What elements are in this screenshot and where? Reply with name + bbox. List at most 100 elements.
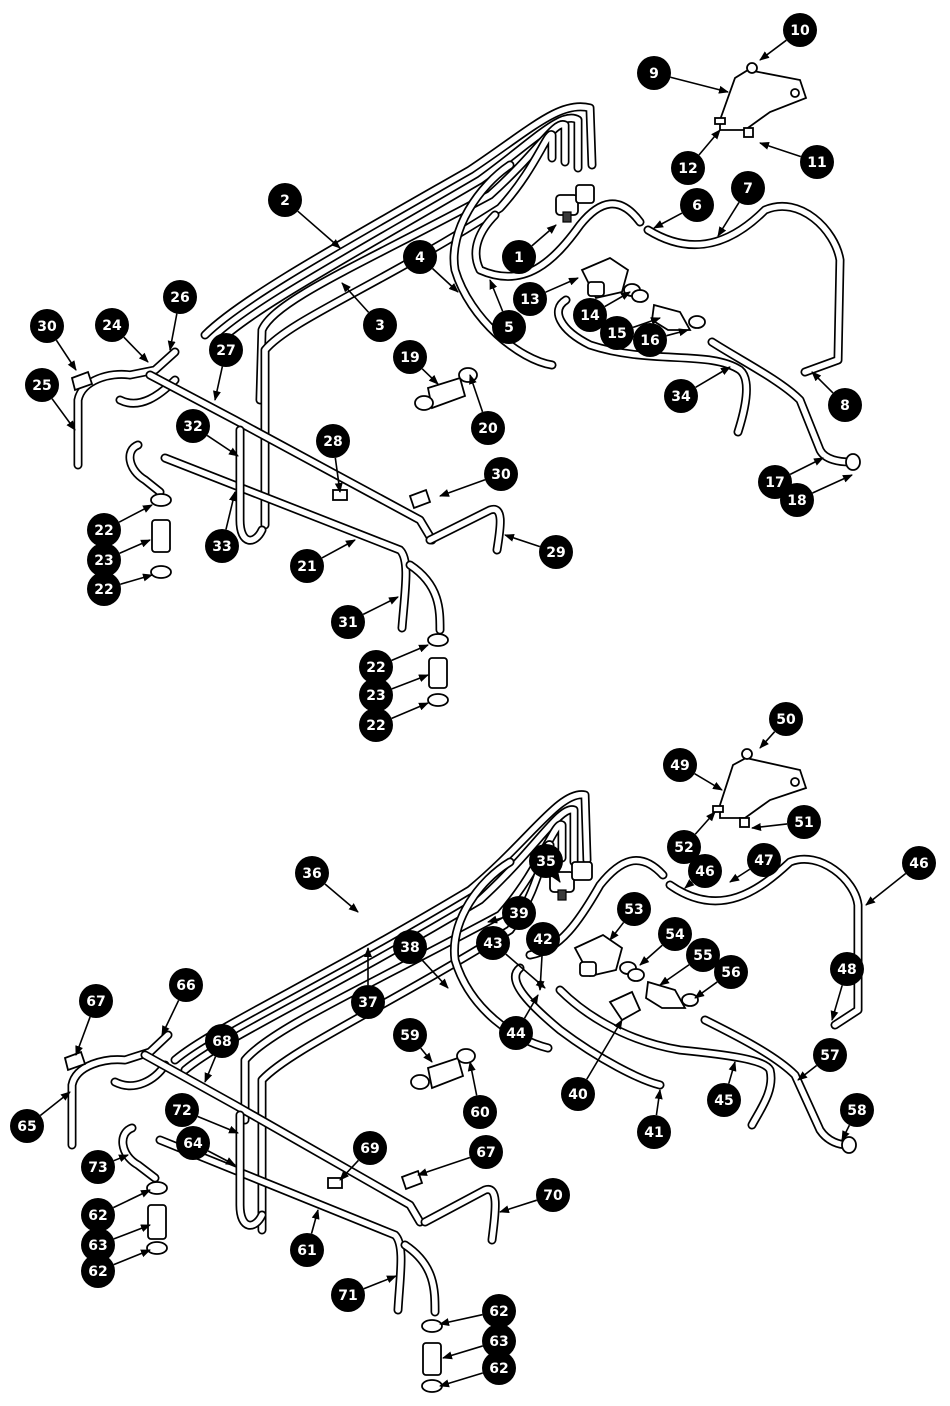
callout-leader-23: [119, 539, 151, 554]
callout-3: 3: [363, 308, 397, 342]
callout-number: 42: [533, 932, 552, 948]
callout-circle: [176, 409, 210, 443]
callout-43: 43: [476, 926, 510, 960]
callout-number: 14: [580, 308, 600, 324]
callout-number: 24: [102, 318, 122, 334]
callout-circle: [787, 805, 821, 839]
callout-circle: [633, 323, 667, 357]
callout-number: 23: [94, 553, 113, 569]
callout-9: 9: [637, 56, 671, 90]
callout-circle: [671, 151, 705, 185]
callout-number: 9: [649, 66, 659, 82]
callout-circle: [663, 748, 697, 782]
callout-leader-66: [161, 999, 180, 1036]
callout-51: 51: [787, 805, 821, 839]
callout-leader-15: [632, 317, 661, 329]
callout-leader-63: [442, 1345, 483, 1360]
callout-33: 33: [205, 529, 239, 563]
callout-leader-14: [604, 291, 631, 308]
callout-circle: [731, 171, 765, 205]
upper-hose-assembly: [70, 62, 861, 707]
callout-leader-34: [695, 366, 731, 389]
callout-number: 68: [212, 1034, 231, 1050]
callout-circle: [205, 1024, 239, 1058]
callout-8: 8: [828, 388, 862, 422]
hose-34: [553, 295, 751, 437]
callout-number: 55: [693, 948, 712, 964]
callout-number: 7: [743, 181, 753, 197]
callout-number: 48: [837, 962, 856, 978]
coupling-62-63-right: [421, 1319, 443, 1393]
callout-1: 1: [502, 240, 536, 274]
callout-circle: [351, 985, 385, 1019]
callout-22: 22: [87, 513, 121, 547]
callout-number: 22: [94, 523, 113, 539]
callout-leader-25: [51, 398, 76, 431]
callout-68: 68: [205, 1024, 239, 1058]
left-hose-group-lower: [63, 1030, 500, 1317]
callout-23: 23: [359, 678, 393, 712]
callout-leader-12: [698, 129, 721, 156]
callout-leader-23: [391, 674, 429, 690]
callout-number: 18: [787, 493, 806, 509]
callout-leader-33: [225, 491, 237, 530]
callout-58: 58: [840, 1093, 874, 1127]
callout-circle: [471, 411, 505, 445]
callout-number: 15: [607, 326, 626, 342]
callout-leader-4: [431, 267, 459, 293]
callout-number: 52: [674, 840, 693, 856]
callout-circle: [482, 1294, 516, 1328]
callout-circle: [769, 702, 803, 736]
callout-circle: [783, 13, 817, 47]
callout-53: 53: [617, 892, 651, 926]
callout-leader-51: [751, 822, 788, 831]
hose-17: [707, 337, 861, 471]
callout-number: 21: [297, 559, 316, 575]
callout-circle: [25, 368, 59, 402]
callout-64: 64: [176, 1126, 210, 1160]
callout-number: 29: [546, 545, 565, 561]
callout-number: 50: [776, 712, 796, 728]
callout-number: 59: [400, 1028, 419, 1044]
callout-number: 31: [338, 615, 357, 631]
callout-circle: [87, 572, 121, 606]
callout-leader-52: [694, 811, 716, 835]
callout-leader-38: [420, 958, 449, 989]
callout-47: 47: [747, 843, 781, 877]
callout-number: 19: [400, 350, 419, 366]
callout-leader-20: [469, 374, 484, 413]
callout-circle: [658, 917, 692, 951]
callout-41: 41: [637, 1115, 671, 1149]
callout-circle: [87, 543, 121, 577]
callout-number: 60: [470, 1105, 490, 1121]
valve-body-53: [573, 933, 699, 1022]
callout-number: 33: [212, 539, 231, 555]
callout-number: 62: [489, 1361, 508, 1377]
callout-61: 61: [290, 1233, 324, 1267]
callout-leader-9: [670, 76, 729, 94]
callout-number: 54: [665, 927, 685, 943]
callout-circle: [492, 310, 526, 344]
callout-leader-29: [504, 534, 541, 548]
callout-leader-64: [207, 1150, 236, 1166]
callout-number: 46: [695, 864, 714, 880]
main-hose-bundle-upper: [200, 102, 845, 530]
callout-circle: [747, 843, 781, 877]
callout-71: 71: [331, 1278, 365, 1312]
callout-leader-45: [727, 1061, 737, 1084]
coupling-22-23-left: [150, 493, 172, 579]
callout-number: 8: [840, 398, 850, 414]
callout-63: 63: [482, 1324, 516, 1358]
callout-number: 47: [754, 853, 773, 869]
callout-number: 25: [32, 378, 51, 394]
callout-46: 46: [688, 854, 722, 888]
callout-45: 45: [707, 1083, 741, 1117]
callout-circle: [573, 298, 607, 332]
callout-52: 52: [667, 830, 701, 864]
callout-number: 27: [216, 343, 235, 359]
callout-number: 32: [183, 419, 202, 435]
callout-67: 67: [469, 1135, 503, 1169]
callout-48: 48: [830, 952, 864, 986]
callout-circle: [359, 650, 393, 684]
callout-number: 45: [714, 1093, 733, 1109]
